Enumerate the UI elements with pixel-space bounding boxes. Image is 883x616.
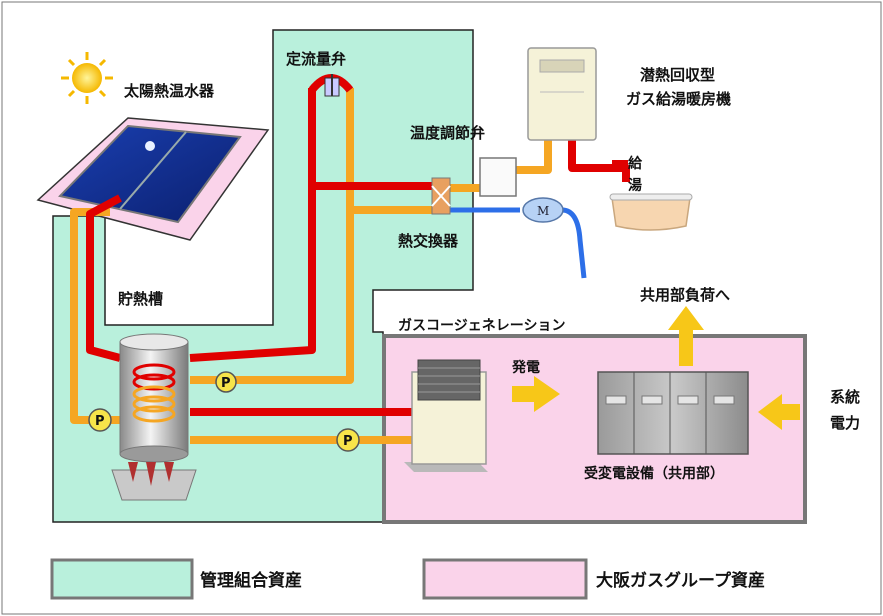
flow-valve-label: 定流量弁: [286, 50, 346, 68]
pump-label-1: P: [221, 376, 231, 391]
latent-heat-label-1: 潜熱回収型: [640, 66, 715, 84]
substation-cabinets: [597, 371, 749, 455]
sun-icon: [61, 52, 113, 104]
substation-label: 受変電設備（共用部）: [584, 465, 724, 482]
hot-pipes: [86, 88, 630, 416]
latent-heat-label-2: ガス給湯暖房機: [626, 90, 731, 108]
heat-exchanger-label: 熱交換器: [398, 232, 459, 250]
pump-label-2: P: [95, 414, 105, 429]
supply-label-1: 給: [628, 155, 643, 172]
bathtub-icon: [609, 160, 693, 231]
solar-heater-label: 太陽熱温水器: [124, 82, 215, 100]
supply-label-2: 湯: [628, 177, 642, 194]
pump-icon-3: [336, 428, 360, 452]
common-load-label: 共用部負荷へ: [640, 286, 730, 304]
storage-tank: [111, 333, 197, 501]
generation-label: 発電: [511, 359, 540, 376]
temp-valve-label: 温度調節弁: [410, 124, 485, 142]
legend-management-label: 管理組合資産: [200, 570, 302, 591]
motor-icon: [522, 197, 564, 223]
pump-icon-2: [88, 408, 112, 432]
warm-pipes: [70, 88, 552, 444]
storage-tank-label: 貯熱槽: [118, 290, 163, 308]
pump-label-3: P: [343, 434, 353, 449]
temp-valve-box: [479, 157, 517, 197]
cogeneration-unit: [404, 359, 488, 472]
grid-label-1: 系統: [830, 388, 860, 406]
legend-osaka-gas-label: 大阪ガスグループ資産: [596, 570, 765, 591]
pump-icon-1: [215, 371, 237, 393]
power-arrows: [512, 306, 800, 430]
motor-label: M: [537, 204, 549, 218]
grid-label-2: 電力: [830, 414, 860, 432]
flow-valve-icon: [308, 74, 354, 97]
legend-swatch-osaka-gas: [422, 558, 588, 600]
gas-heater-unit: [527, 47, 597, 141]
heat-exchanger-icon: [431, 177, 451, 215]
cogeneration-label: ガスコージェネレーション: [398, 318, 565, 334]
legend-swatch-management: [50, 558, 194, 600]
